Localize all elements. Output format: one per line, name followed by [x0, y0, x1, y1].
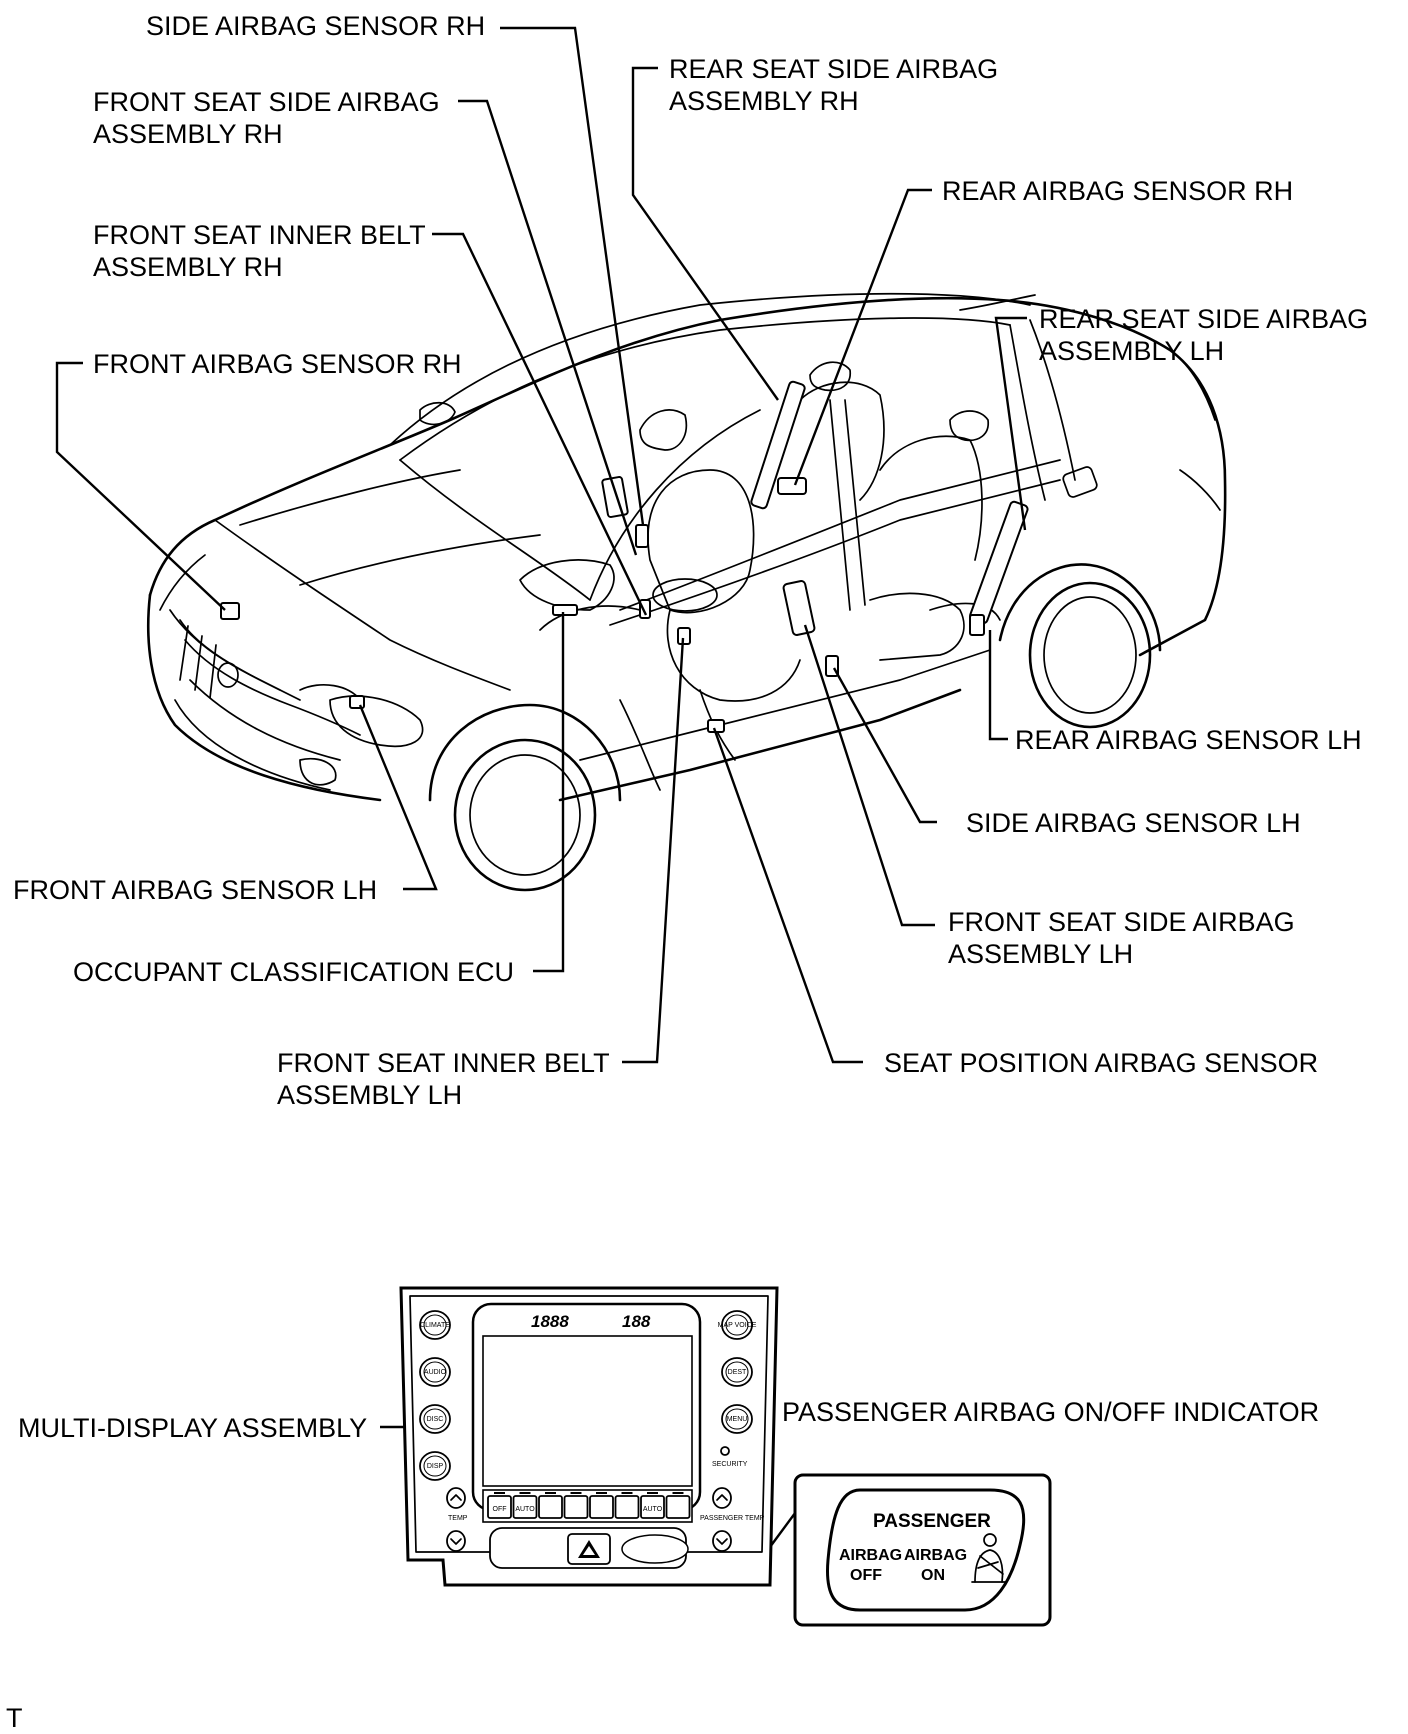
indicator-off-line2: OFF: [850, 1567, 882, 1584]
climate-button-2[interactable]: [512, 1495, 538, 1519]
temp-label-right: PASSENGER TEMP: [700, 1515, 765, 1522]
label-rear-airbag-sensor-rh: REAR AIRBAG SENSOR RH: [942, 176, 1293, 206]
label-side-airbag-sensor-rh: SIDE AIRBAG SENSOR RH: [146, 11, 485, 41]
rear-seat-side-airbag-lh-part: [969, 500, 1029, 625]
label-front-airbag-sensor-lh: FRONT AIRBAG SENSOR LH: [13, 875, 377, 905]
right-button-label-3: MENU: [727, 1416, 748, 1423]
corner-mark: T: [6, 1703, 23, 1733]
temp-down-button-left[interactable]: [446, 1530, 466, 1552]
climate-button-label-7: AUTO: [643, 1506, 663, 1513]
label-side-airbag-sensor-lh: SIDE AIRBAG SENSOR LH: [966, 808, 1301, 838]
passenger-airbag-indicator-small: [621, 1534, 689, 1564]
climate-button-label-2: AUTO: [515, 1506, 535, 1513]
screen[interactable]: [482, 1335, 693, 1487]
climate-button-5[interactable]: [589, 1495, 614, 1519]
front-airbag-sensor-lh-part: [349, 695, 365, 709]
labels: SIDE AIRBAG SENSOR RH FRONT SEAT SIDE AI…: [13, 11, 1368, 1443]
rear-airbag-sensor-lh-part: [969, 614, 985, 636]
climate-button-1[interactable]: [487, 1495, 512, 1519]
label-multi-display-assembly: MULTI-DISPLAY ASSEMBLY: [18, 1413, 367, 1443]
indicator-on-line2: ON: [921, 1567, 945, 1584]
security-lamp: [720, 1446, 730, 1456]
passenger-indicator-callout: PASSENGER AIRBAG OFF AIRBAG ON: [793, 1473, 1052, 1627]
rear-seat-side-airbag-rh-part: [750, 380, 806, 510]
temp-down-button-right[interactable]: [712, 1530, 732, 1552]
right-button-label-1: MAP VOICE: [718, 1322, 757, 1329]
climate-button-8[interactable]: [665, 1495, 691, 1519]
leader-lines: [55, 26, 1027, 1549]
front-seat-side-airbag-rh-part: [601, 476, 629, 518]
temp-up-button-right[interactable]: [712, 1487, 732, 1509]
front-seat-side-airbag-lh-part: [782, 580, 816, 636]
temp-up-button-left[interactable]: [446, 1487, 466, 1509]
front-seat-inner-belt-rh-part: [639, 599, 651, 619]
label-seat-position-airbag-sensor: SEAT POSITION AIRBAG SENSOR: [884, 1048, 1318, 1078]
security-label: SECURITY: [712, 1461, 748, 1468]
front-airbag-sensor-rh-part: [220, 602, 240, 620]
label-passenger-airbag-indicator: PASSENGER AIRBAG ON/OFF INDICATOR: [782, 1397, 1319, 1427]
left-button-label-4: DISP: [427, 1463, 444, 1470]
climate-button-3[interactable]: [538, 1495, 563, 1519]
right-button-label-2: DEST: [728, 1369, 747, 1376]
left-button-label-2: AUDIO: [424, 1369, 447, 1376]
multi-display-assembly: 1888 188 OFF AUTO AUTO CLIMATE AUDIO DISC DIS…: [399, 1286, 779, 1587]
occupant-classification-ecu-part: [552, 604, 578, 616]
indicator-title: PASSENGER: [873, 1511, 991, 1532]
left-button-column: CLIMATE AUDIO DISC DISP: [419, 1310, 451, 1481]
indicator-off-line1: AIRBAG: [839, 1547, 902, 1564]
front-seat-inner-belt-lh-part: [677, 627, 691, 645]
sedan-illustration: [146, 292, 1227, 892]
label-front-airbag-sensor-rh: FRONT AIRBAG SENSOR RH: [93, 349, 462, 379]
right-button-column: MAP VOICE DEST MENU: [718, 1310, 757, 1434]
indicator-on-line1: AIRBAG: [904, 1547, 967, 1564]
climate-buttons: OFF AUTO AUTO: [487, 1492, 691, 1519]
label-occupant-classification-ecu: OCCUPANT CLASSIFICATION ECU: [73, 957, 514, 987]
climate-button-7[interactable]: [640, 1495, 665, 1519]
rear-airbag-sensor-rh-part: [777, 477, 807, 495]
belted-passenger-icon: [971, 1533, 1007, 1583]
temp-readout: 188: [622, 1312, 651, 1331]
left-button-label-3: DISC: [427, 1416, 444, 1423]
climate-button-4[interactable]: [563, 1495, 589, 1519]
clock-readout: 1888: [531, 1312, 569, 1331]
climate-button-label-1: OFF: [493, 1506, 507, 1513]
climate-button-6[interactable]: [614, 1495, 640, 1519]
label-rear-airbag-sensor-lh: REAR AIRBAG SENSOR LH: [1015, 725, 1362, 755]
left-button-label-1: CLIMATE: [420, 1322, 450, 1329]
temp-label-left: TEMP: [448, 1515, 468, 1522]
side-airbag-sensor-rh-part: [635, 524, 649, 548]
